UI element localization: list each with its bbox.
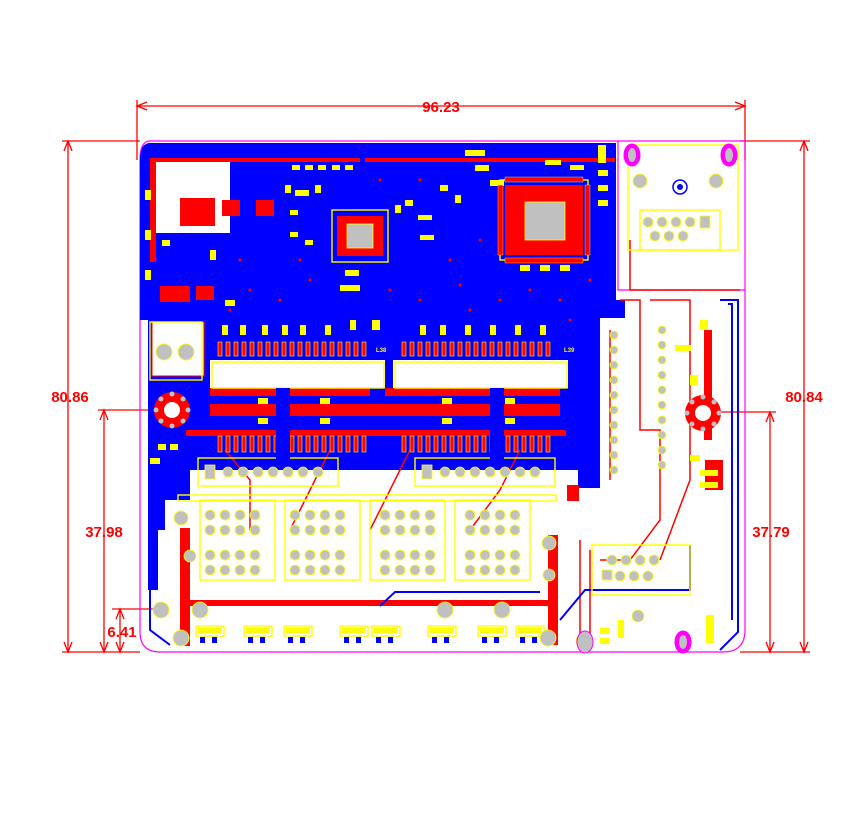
dim-height-right-label: 80.84: [785, 389, 823, 406]
pour-clearances: [150, 158, 568, 388]
top-copper-traces: [150, 158, 723, 646]
dim-height-left-label: 80.86: [51, 389, 89, 406]
ic-label-b: L39: [564, 348, 575, 354]
mounting-hole-right: [684, 394, 722, 432]
dimension-lines: [62, 100, 810, 654]
led-indicator-icon: [672, 179, 688, 195]
silkscreen-outlines: [149, 144, 739, 637]
component-pads: [152, 173, 724, 649]
chip-pins: [497, 176, 591, 264]
led-pads: [200, 637, 537, 643]
dim-offset-bottom-label: 6.41: [107, 624, 136, 641]
dim-offset-left-label: 37.98: [85, 524, 123, 541]
transformer-cores: [276, 388, 504, 460]
dim-offset-right-label: 37.79: [752, 524, 790, 541]
shield-pad-centres: [628, 148, 733, 649]
board-outline: [139, 140, 746, 653]
mounting-hole-left: [153, 391, 191, 429]
led-row: [198, 628, 542, 633]
vias: [228, 178, 592, 322]
smd-small-parts: [145, 145, 718, 644]
ic-label-a: L38: [376, 348, 387, 354]
dim-width-label: 96.23: [422, 99, 460, 116]
